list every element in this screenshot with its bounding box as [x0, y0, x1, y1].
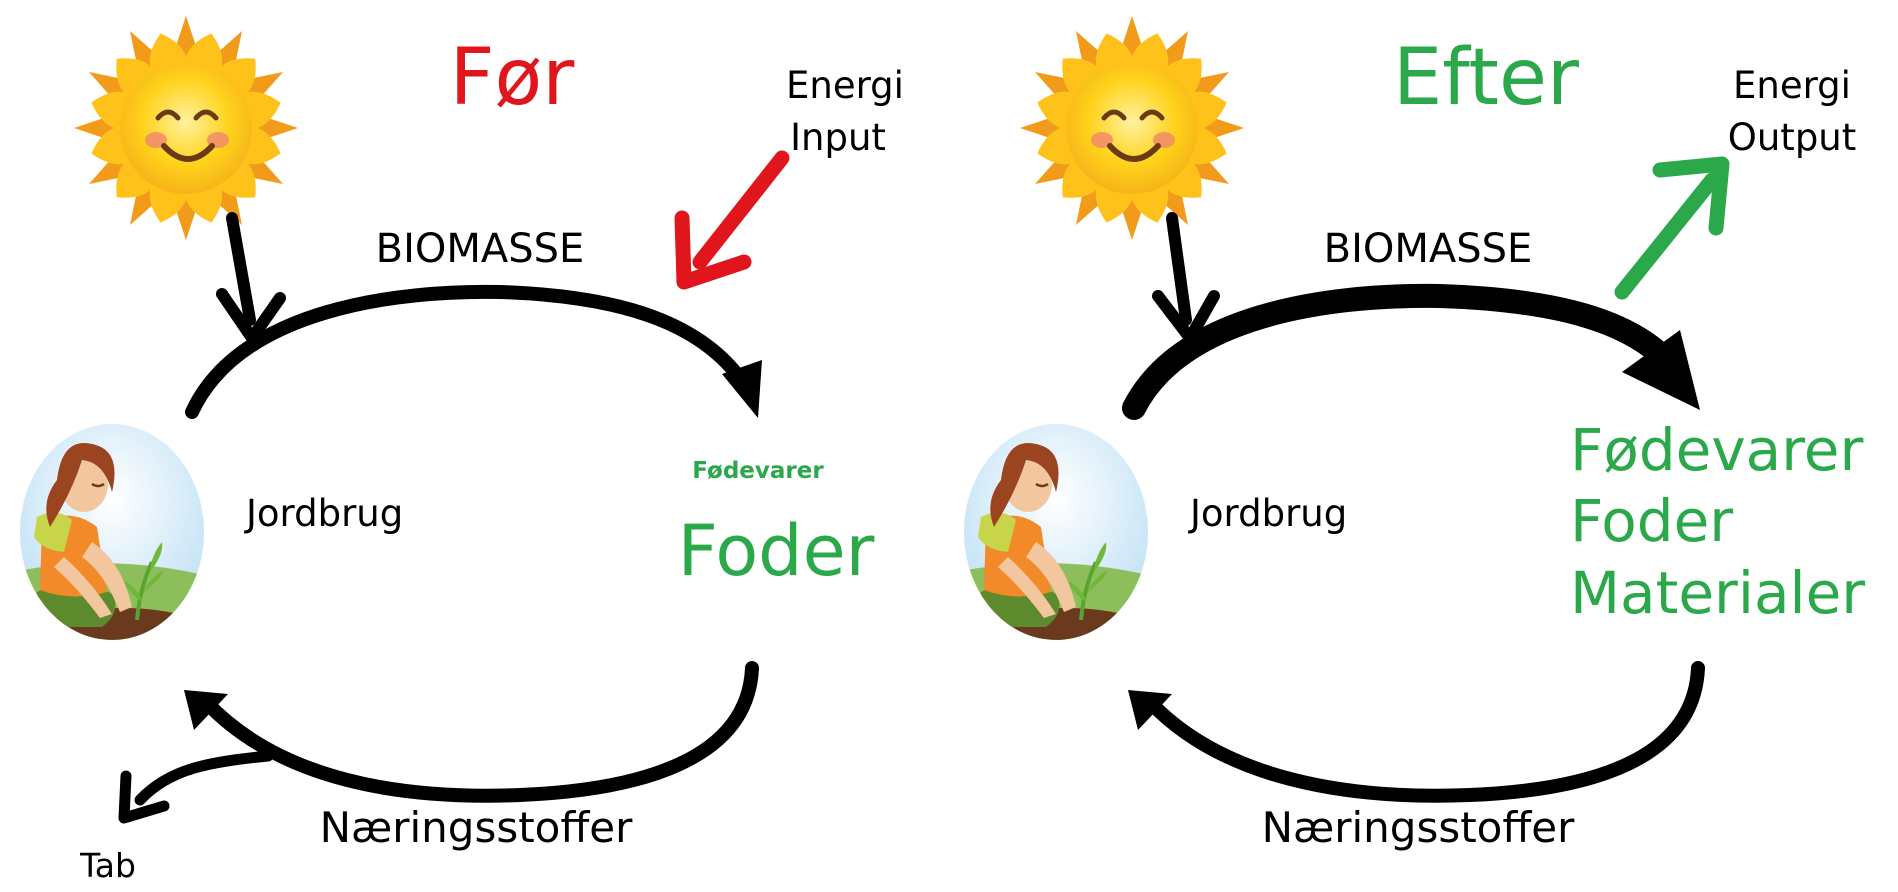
energy-label: Energi [1733, 64, 1851, 107]
loss-arrow [118, 750, 274, 824]
farm-label: Jordbrug [1188, 492, 1347, 535]
sunlight-arrow [216, 212, 286, 344]
biomass-arrow [1122, 283, 1700, 420]
products-line-3: Materialer [1570, 559, 1865, 627]
energy-input-arrow [674, 150, 790, 290]
bottom-flow-label: Næringsstoffer [1262, 803, 1576, 852]
energy-direction-label: Input [790, 116, 886, 159]
products-line-1: Fødevarer [1570, 416, 1863, 484]
smiling-sun-icon [1020, 16, 1244, 240]
bottom-flow-label: Næringsstoffer [320, 803, 634, 852]
top-flow-label: BIOMASSE [1324, 226, 1533, 272]
nutrient-arrow [1128, 661, 1705, 803]
farm-label: Jordbrug [244, 492, 403, 535]
panel-before: Før Energi Input BIOMASSE Jordbrug Fødev… [12, 16, 904, 885]
loss-label: Tab [79, 846, 136, 885]
panel-title: Før [450, 33, 576, 123]
sunlight-arrow [1152, 212, 1220, 344]
farmer-planting-icon [956, 424, 1156, 652]
nutrient-arrow [184, 661, 759, 803]
smiling-sun-icon [74, 16, 298, 240]
top-flow-label: BIOMASSE [376, 226, 585, 272]
panel-after: Efter Energi Output BIOMASSE Jordbrug Fø… [956, 16, 1865, 852]
products-line-2: Foder [1570, 487, 1733, 555]
energy-label: Energi [786, 64, 904, 107]
products-small-label: Fødevarer [692, 458, 824, 484]
products-large-label: Foder [678, 510, 875, 592]
farmer-planting-icon [12, 424, 212, 652]
energy-direction-label: Output [1728, 116, 1857, 159]
panel-title: Efter [1393, 33, 1580, 123]
biomass-arrow [185, 284, 762, 419]
energy-output-arrow [1614, 156, 1730, 300]
